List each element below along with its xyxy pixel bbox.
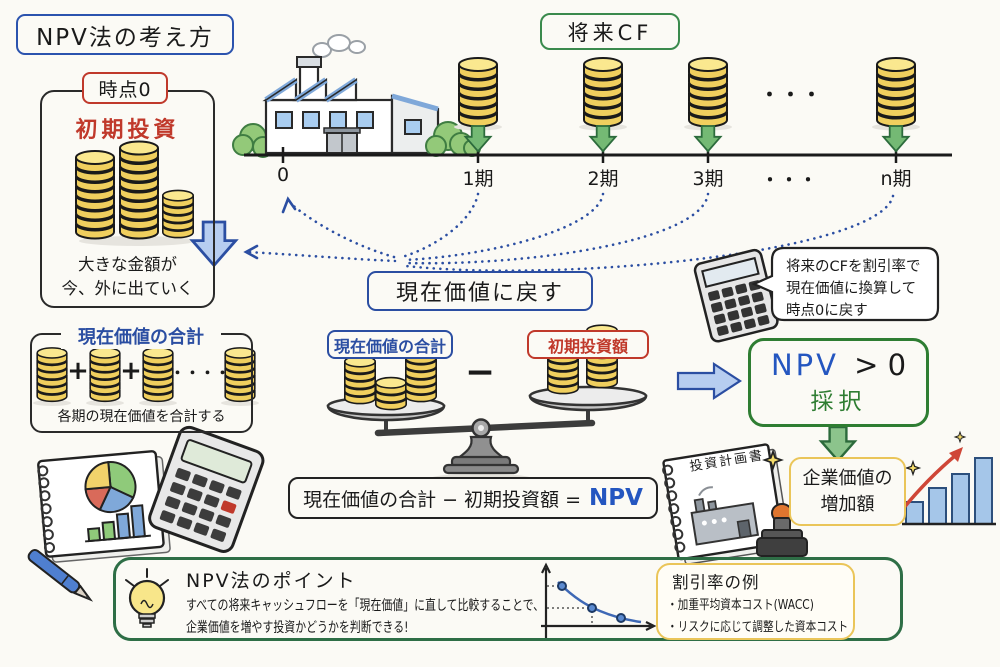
outflow-caption-line1: 大きな金額が	[78, 255, 177, 274]
key-point-heading: NPV法のポイント	[186, 570, 357, 592]
discount-example-item1: ・加重平均資本コスト(WACC)	[667, 598, 814, 613]
discount-example-item2: ・リスクに応じて調整した資本コスト	[667, 620, 849, 635]
pv-sum-plus2: +	[120, 356, 142, 386]
scale-right-label: 初期投資額	[527, 330, 649, 359]
pv-sum-dots: ・・・・	[169, 364, 230, 382]
future-cashflow-coins	[454, 57, 920, 153]
calculator-icon	[693, 248, 779, 343]
discount-examples-heading: 割引率の例	[672, 573, 760, 592]
calculator-note-line1: 将来のCFを割引率で	[786, 259, 921, 275]
pv-sum-caption: 各期の現在価値を合計する	[57, 409, 226, 425]
tick-label-0: 0	[276, 164, 290, 186]
timeline-axis	[244, 147, 952, 163]
dotted-arrowheads	[243, 196, 297, 260]
key-point-panel	[113, 557, 903, 641]
tick-label-ellipsis: ・・・	[761, 171, 819, 191]
to-present-value-label: 現在価値に戻す	[367, 271, 593, 311]
formula-result: NPV	[589, 485, 643, 511]
discount-dotted-arrows	[246, 192, 895, 272]
calculator-note-line2: 現在価値に換算して	[786, 281, 917, 297]
growth-bar-chart	[900, 447, 996, 526]
decision-box: NPV > 0 採択	[748, 338, 929, 427]
tick-label-3: 3期	[692, 168, 724, 190]
future-cf-label: 将来CF	[540, 13, 680, 50]
outcome-box: 企業価値の 増加額	[789, 457, 906, 526]
page-title: NPV法の考え方	[16, 14, 234, 55]
decision-verdict: 採択	[810, 389, 867, 415]
desk-calculator	[148, 425, 265, 553]
formula-expression: 現在価値の合計 − 初期投資額 =	[303, 488, 582, 511]
pv-sum-title: 現在価値の合計	[61, 323, 221, 349]
decision-down-arrow	[820, 425, 856, 462]
pen-icon	[27, 549, 94, 602]
discount-examples-box	[656, 563, 855, 640]
pv-sum-coins	[33, 347, 259, 406]
scale-minus-sign: −	[464, 352, 496, 393]
tick-label-2: 2期	[587, 168, 619, 190]
factory-illustration	[232, 34, 481, 158]
plan-notebook	[662, 443, 791, 565]
report-notebook	[37, 450, 171, 563]
tick-label-n: n期	[880, 168, 912, 190]
discount-mini-chart	[541, 562, 657, 640]
pv-sum-plus1: +	[67, 356, 89, 386]
decision-condition: > 0	[854, 348, 907, 382]
coin-row-ellipsis: ・・・	[760, 84, 824, 106]
outcome-line1: 企業価値の	[802, 467, 893, 489]
calculator-note-line3: 時点0に戻す	[786, 303, 868, 319]
key-point-body2: 企業価値を増やす投資かどうかを判断できる!	[186, 620, 409, 636]
stamp-icon	[756, 503, 808, 557]
decision-npv: NPV	[770, 348, 839, 382]
speech-bubble	[751, 246, 940, 322]
npv-formula: 現在価値の合計 − 初期投資額 = NPV	[288, 477, 658, 519]
initial-investment-coins	[75, 140, 195, 246]
sparkle-icon	[954, 431, 966, 443]
outcome-line2: 増加額	[820, 493, 875, 515]
tick-label-1: 1期	[462, 168, 494, 190]
lightbulb-icon	[125, 568, 169, 628]
outflow-caption-line2: 今、外に出ていく	[61, 279, 194, 298]
scale-left-label: 現在価値の合計	[327, 330, 453, 359]
key-point-body1: すべての将来キャッシュフローを「現在価値」に直して比較することで、	[186, 598, 545, 614]
time-zero-tag: 時点0	[82, 72, 168, 104]
result-right-arrow	[676, 362, 742, 400]
initial-investment-label: 初期投資	[75, 118, 180, 143]
sparkle-icon	[906, 461, 920, 475]
